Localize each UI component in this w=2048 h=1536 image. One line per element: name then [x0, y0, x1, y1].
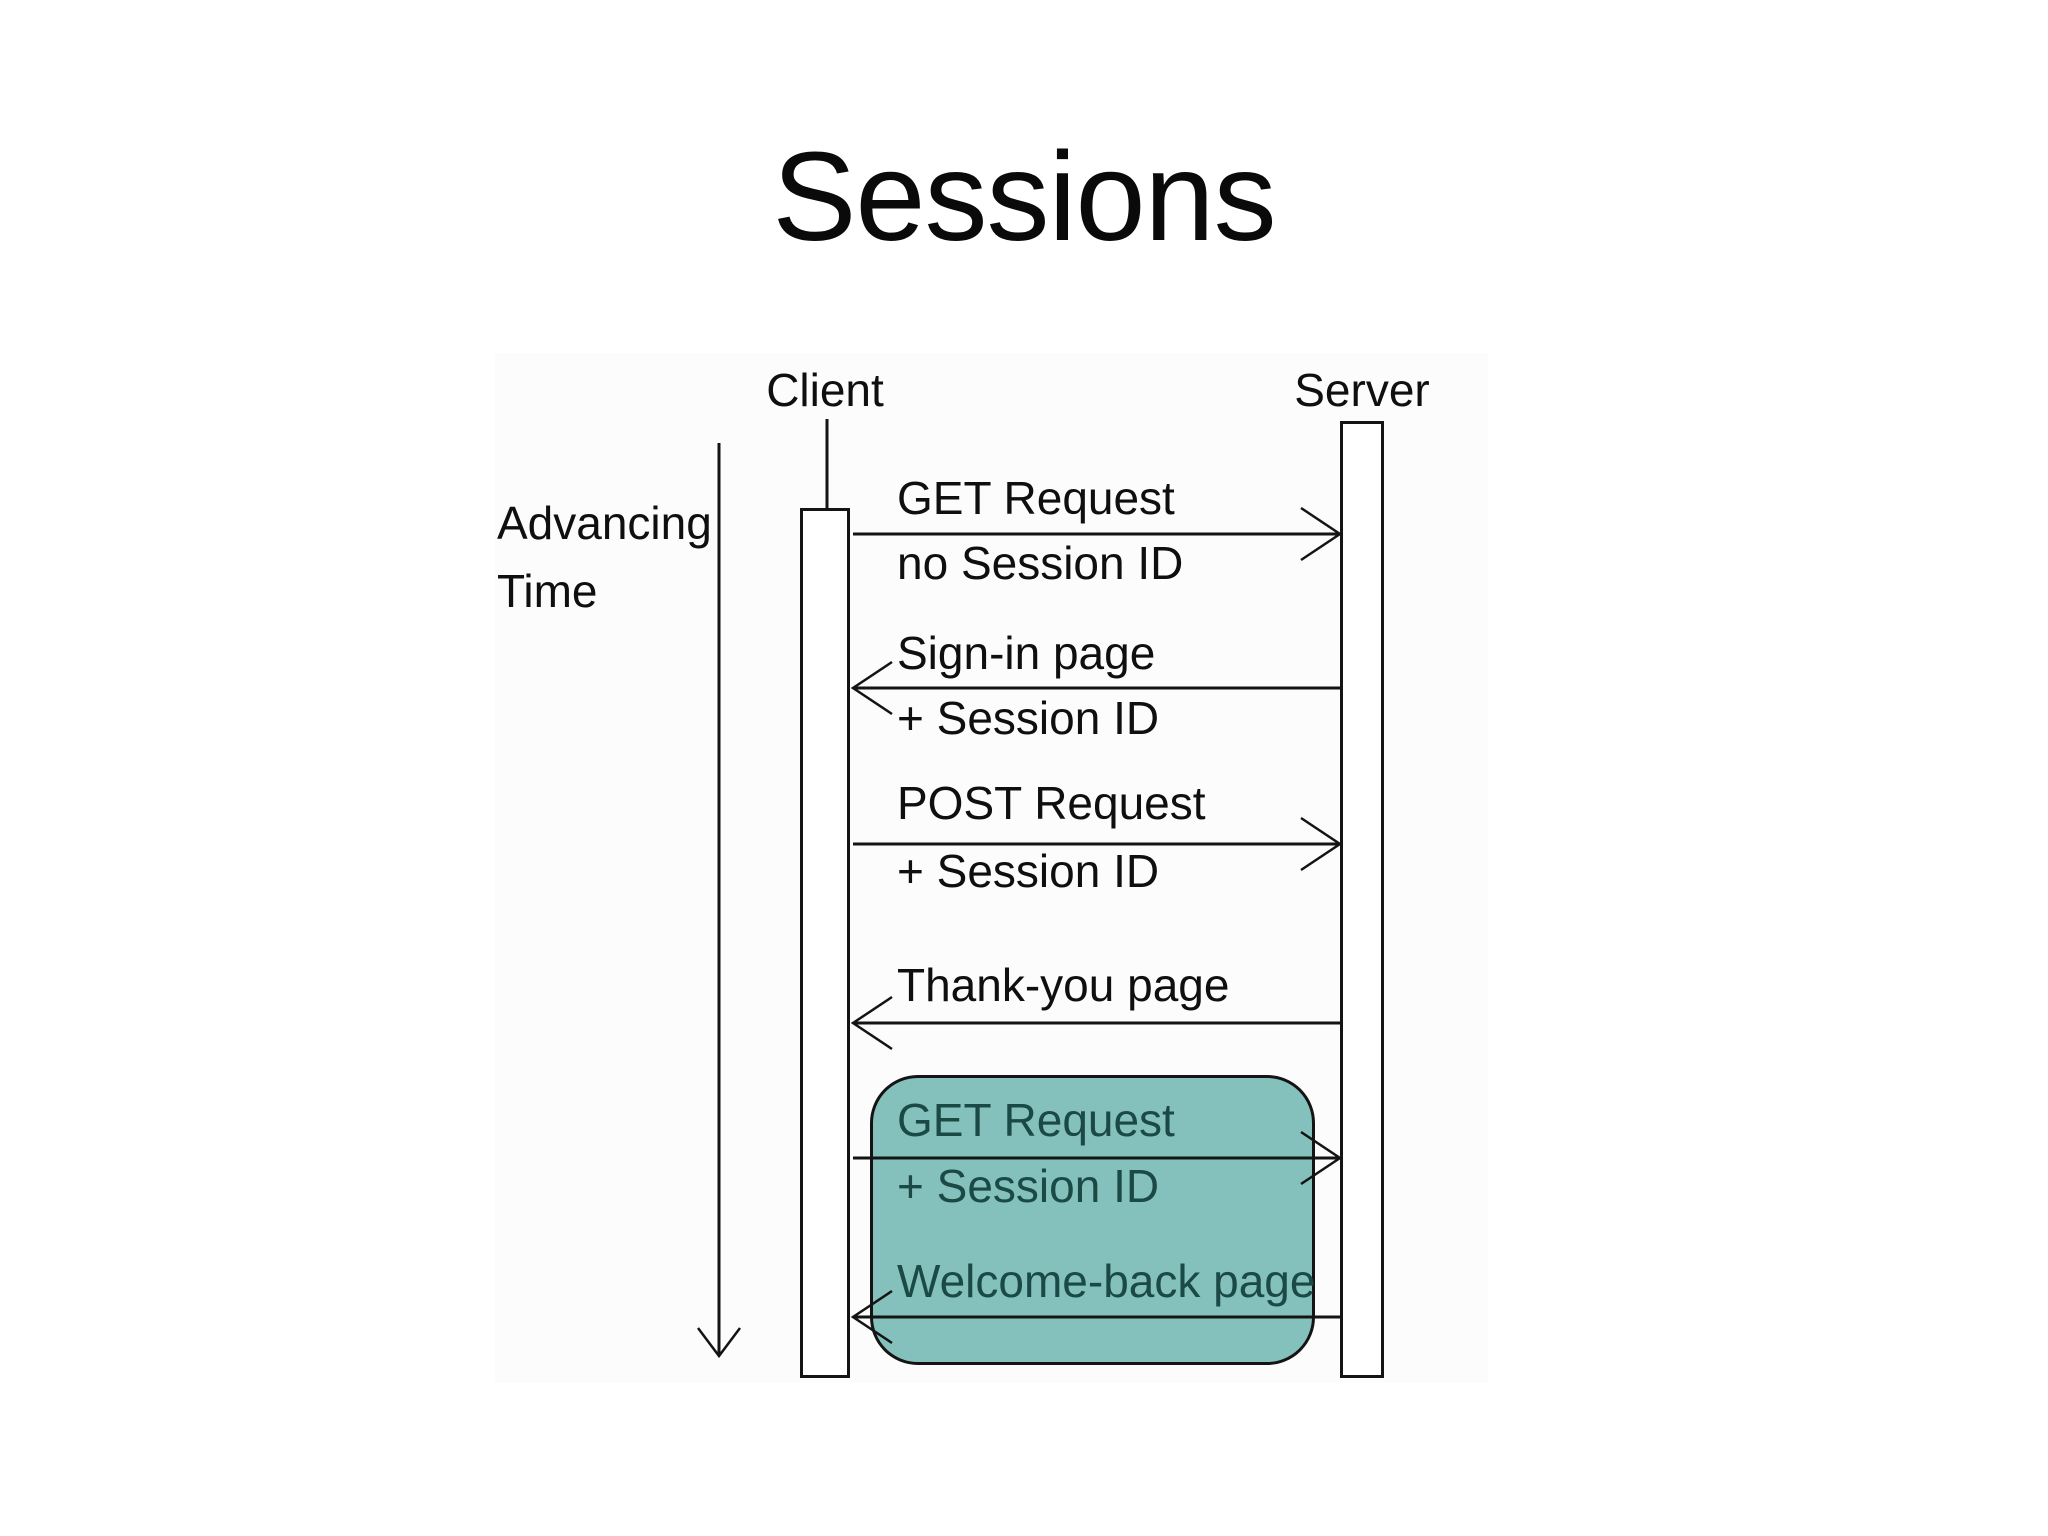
advancing-time-line2: Time	[497, 565, 598, 617]
message-4-line1: Thank-you page	[897, 959, 1230, 1011]
message-1-line1: GET Request	[897, 472, 1175, 524]
actor-label-server: Server	[1294, 364, 1430, 416]
sequence-diagram: Client Server Advancing Time GET Request…	[495, 353, 1488, 1383]
message-6-line1: Welcome-back page	[897, 1255, 1316, 1307]
message-2-line2: + Session ID	[897, 692, 1160, 744]
actor-label-client: Client	[766, 364, 884, 416]
client-activation-bar	[800, 508, 850, 1378]
message-5-line1: GET Request	[897, 1094, 1175, 1146]
advancing-time-label: Advancing Time	[497, 489, 712, 625]
advancing-time-line1: Advancing	[497, 497, 712, 549]
message-2-line1: Sign-in page	[897, 627, 1156, 679]
message-5-line2: + Session ID	[897, 1160, 1160, 1212]
message-3-line1: POST Request	[897, 777, 1206, 829]
message-1-line2: no Session ID	[897, 537, 1184, 589]
message-3-line2: + Session ID	[897, 845, 1160, 897]
page-title: Sessions	[772, 126, 1276, 267]
server-activation-bar	[1340, 421, 1384, 1378]
